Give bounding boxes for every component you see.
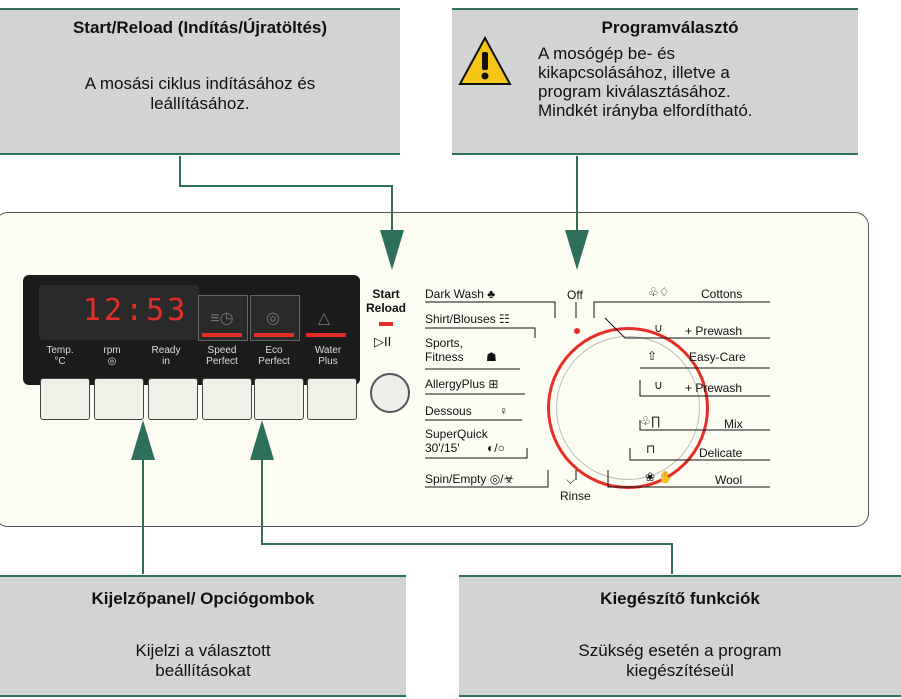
rpm-label: rpm ◎ (103, 345, 121, 367)
program-label: AllergyPlus (425, 377, 486, 391)
program-rinse[interactable]: Rinse (560, 489, 591, 503)
program-mix[interactable]: Mix (724, 417, 743, 431)
eco-perfect-label: Eco Perfect (258, 345, 290, 367)
water-plus-label: Water Plus (314, 345, 342, 367)
callout-title: Start/Reload (Indítás/Újratöltés) (72, 18, 328, 37)
water-plus-icon: △ (317, 310, 331, 327)
bracket-line (593, 301, 770, 318)
cottons-icon: ♧♢ (648, 285, 670, 299)
arrow-down-icon (565, 230, 589, 270)
program-cottons-prewash[interactable]: + Prewash (685, 324, 743, 338)
spin-icon: ◎/☣ (489, 472, 515, 486)
extra-functions-pointer-line (261, 452, 673, 574)
superquick-icon: ◐/○ (487, 441, 505, 455)
callout-description: A mosógép be- és kikapcsolásához, illetv… (538, 44, 753, 120)
program-off[interactable]: Off (567, 288, 583, 302)
callout-title: Programválasztó (601, 18, 739, 37)
eco-leaf-icon: ◎ (266, 310, 280, 327)
program-delicate[interactable]: Delicate (699, 446, 743, 460)
easy-care-icon: ⇧ (647, 349, 658, 363)
timer-icon: ≡◷ (210, 310, 234, 327)
bracket-line (639, 380, 770, 397)
dial-indicator-dot (574, 328, 580, 334)
program-wool[interactable]: Wool (715, 473, 743, 487)
bracket-line (604, 317, 770, 339)
program-superquick[interactable]: SuperQuick 30'/15' (425, 427, 488, 455)
program-label: Spin/Empty (425, 472, 487, 486)
play-pause-icon: ▷II (374, 334, 392, 349)
bracket-line (607, 470, 770, 488)
speed-perfect-button[interactable] (202, 378, 252, 420)
prewash-icon: ∪ (654, 321, 663, 335)
arrow-up-icon (131, 420, 155, 460)
display-panel: 12:53 ≡◷ ◎ △ Temp. °C rpm ◎ Ready in Spe… (23, 275, 360, 385)
program-label: Shirt/Blouses (425, 312, 496, 326)
ready-in-label: Ready in (151, 345, 181, 367)
dessous-icon: ♀ (499, 404, 509, 418)
speed-perfect-bar (202, 333, 242, 337)
allergy-icon: ⊞ (488, 377, 499, 391)
temp-label: Temp. °C (46, 345, 74, 367)
program-dark-wash[interactable]: Dark Wash ♣ (425, 287, 495, 301)
sports-icon: ☗ (486, 350, 497, 364)
program-spin-empty[interactable]: Spin/Empty ◎/☣ (425, 472, 514, 486)
speed-perfect-label: Speed Perfect (206, 345, 238, 367)
wool-icon: ❀ ✋ (645, 470, 674, 484)
bracket-line (425, 327, 536, 338)
shirt-icon: ☷ (499, 312, 510, 326)
callout-description: Szükség esetén a program kiegészítéseül (578, 641, 782, 680)
eco-perfect-bar (254, 333, 294, 337)
start-reload-label: Start Reload (366, 287, 407, 315)
bracket-line (629, 448, 770, 461)
rpm-button[interactable] (94, 378, 144, 420)
water-plus-button[interactable] (307, 378, 357, 420)
callout-title: Kiegészítő funkciók (600, 589, 760, 608)
program-cottons[interactable]: Cottons (701, 287, 743, 301)
arrow-up-icon (250, 420, 274, 460)
bracket-line (639, 420, 770, 431)
delicate-icon: ⊓ (646, 442, 656, 456)
program-label: Dark Wash (425, 287, 484, 301)
program-label: Dessous (425, 404, 472, 418)
rinse-icon: ⌵ (566, 473, 576, 487)
eco-perfect-button[interactable] (254, 378, 304, 420)
prewash-icon: ∪ (654, 378, 663, 392)
program-dessous[interactable]: Dessous ♀ (425, 404, 508, 418)
mix-icon: ♧∏ (640, 414, 661, 428)
program-sports-fitness[interactable]: Sports, Fitness (425, 336, 464, 364)
callout-description: A mosási ciklus indításához és leállítás… (84, 74, 316, 113)
bracket-line (425, 448, 528, 459)
program-selector-knob[interactable] (556, 336, 700, 480)
callout-title: Kijelzőpanel/ Opciógombok (91, 589, 315, 608)
callout-program-selector: Programválasztó A mosógép be- és kikapcs… (452, 8, 858, 155)
callout-display-panel: Kijelzőpanel/ Opciógombok Kijelzi a vála… (0, 575, 406, 697)
program-easy-care-prewash[interactable]: + Prewash (685, 381, 743, 395)
start-reload-pointer-line (179, 156, 393, 240)
bracket-line (425, 301, 556, 318)
program-brackets (425, 301, 770, 488)
program-allergy-plus[interactable]: AllergyPlus ⊞ (425, 377, 498, 391)
callout-description: Kijelzi a választott beállításokat (135, 641, 271, 680)
program-label: SuperQuick 30'/15' (425, 427, 488, 455)
water-plus-bar (306, 333, 346, 337)
start-reload-button[interactable] (370, 373, 410, 413)
program-label: Sports, Fitness (425, 336, 464, 364)
callout-extra-functions: Kiegészítő funkciók Szükség esetén a pro… (459, 575, 901, 697)
program-easy-care[interactable]: Easy-Care (689, 350, 746, 364)
bracket-line (425, 470, 549, 488)
dark-wash-icon: ♣ (487, 287, 496, 301)
warning-icon (458, 36, 512, 85)
callout-start-reload: Start/Reload (Indítás/Újratöltés) A mosá… (0, 8, 400, 155)
arrow-down-icon (380, 230, 404, 270)
start-indicator-led (379, 322, 393, 326)
ready-in-button[interactable] (148, 378, 198, 420)
temp-button[interactable] (40, 378, 90, 420)
time-display-box (39, 285, 199, 340)
program-shirt-blouses[interactable]: Shirt/Blouses ☷ (425, 312, 510, 326)
time-readout: 12:53 (83, 293, 189, 328)
